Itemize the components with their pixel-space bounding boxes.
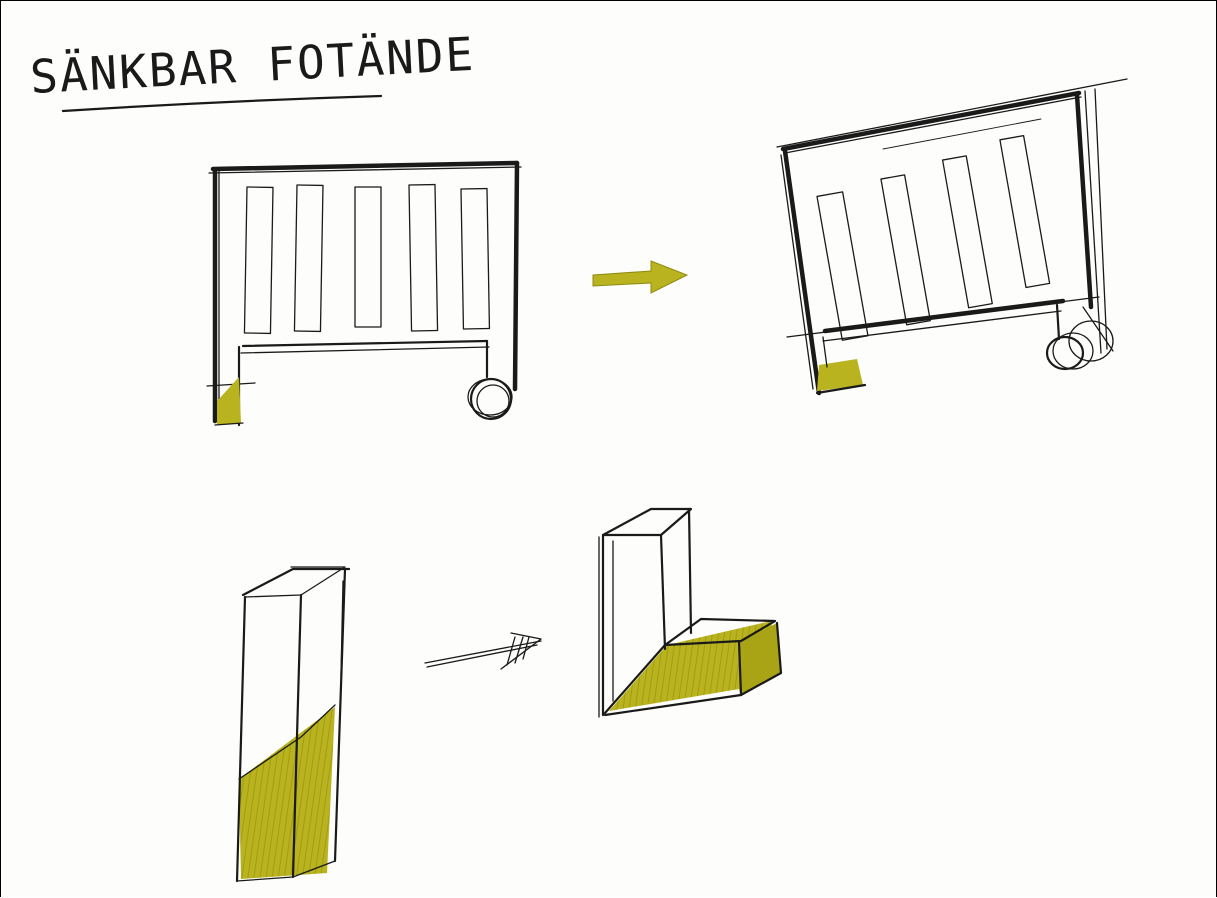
block-before bbox=[237, 567, 349, 881]
bed-end-before bbox=[207, 163, 521, 425]
arrow-top bbox=[593, 261, 687, 293]
title-group: SÄNKBAR FOTÄNDE bbox=[29, 27, 477, 111]
bed-end-after bbox=[777, 79, 1127, 393]
block-after bbox=[599, 509, 781, 717]
arrow-bottom bbox=[425, 633, 541, 669]
sketch-title: SÄNKBAR FOTÄNDE bbox=[29, 27, 477, 104]
marker-block-left bbox=[239, 707, 335, 879]
